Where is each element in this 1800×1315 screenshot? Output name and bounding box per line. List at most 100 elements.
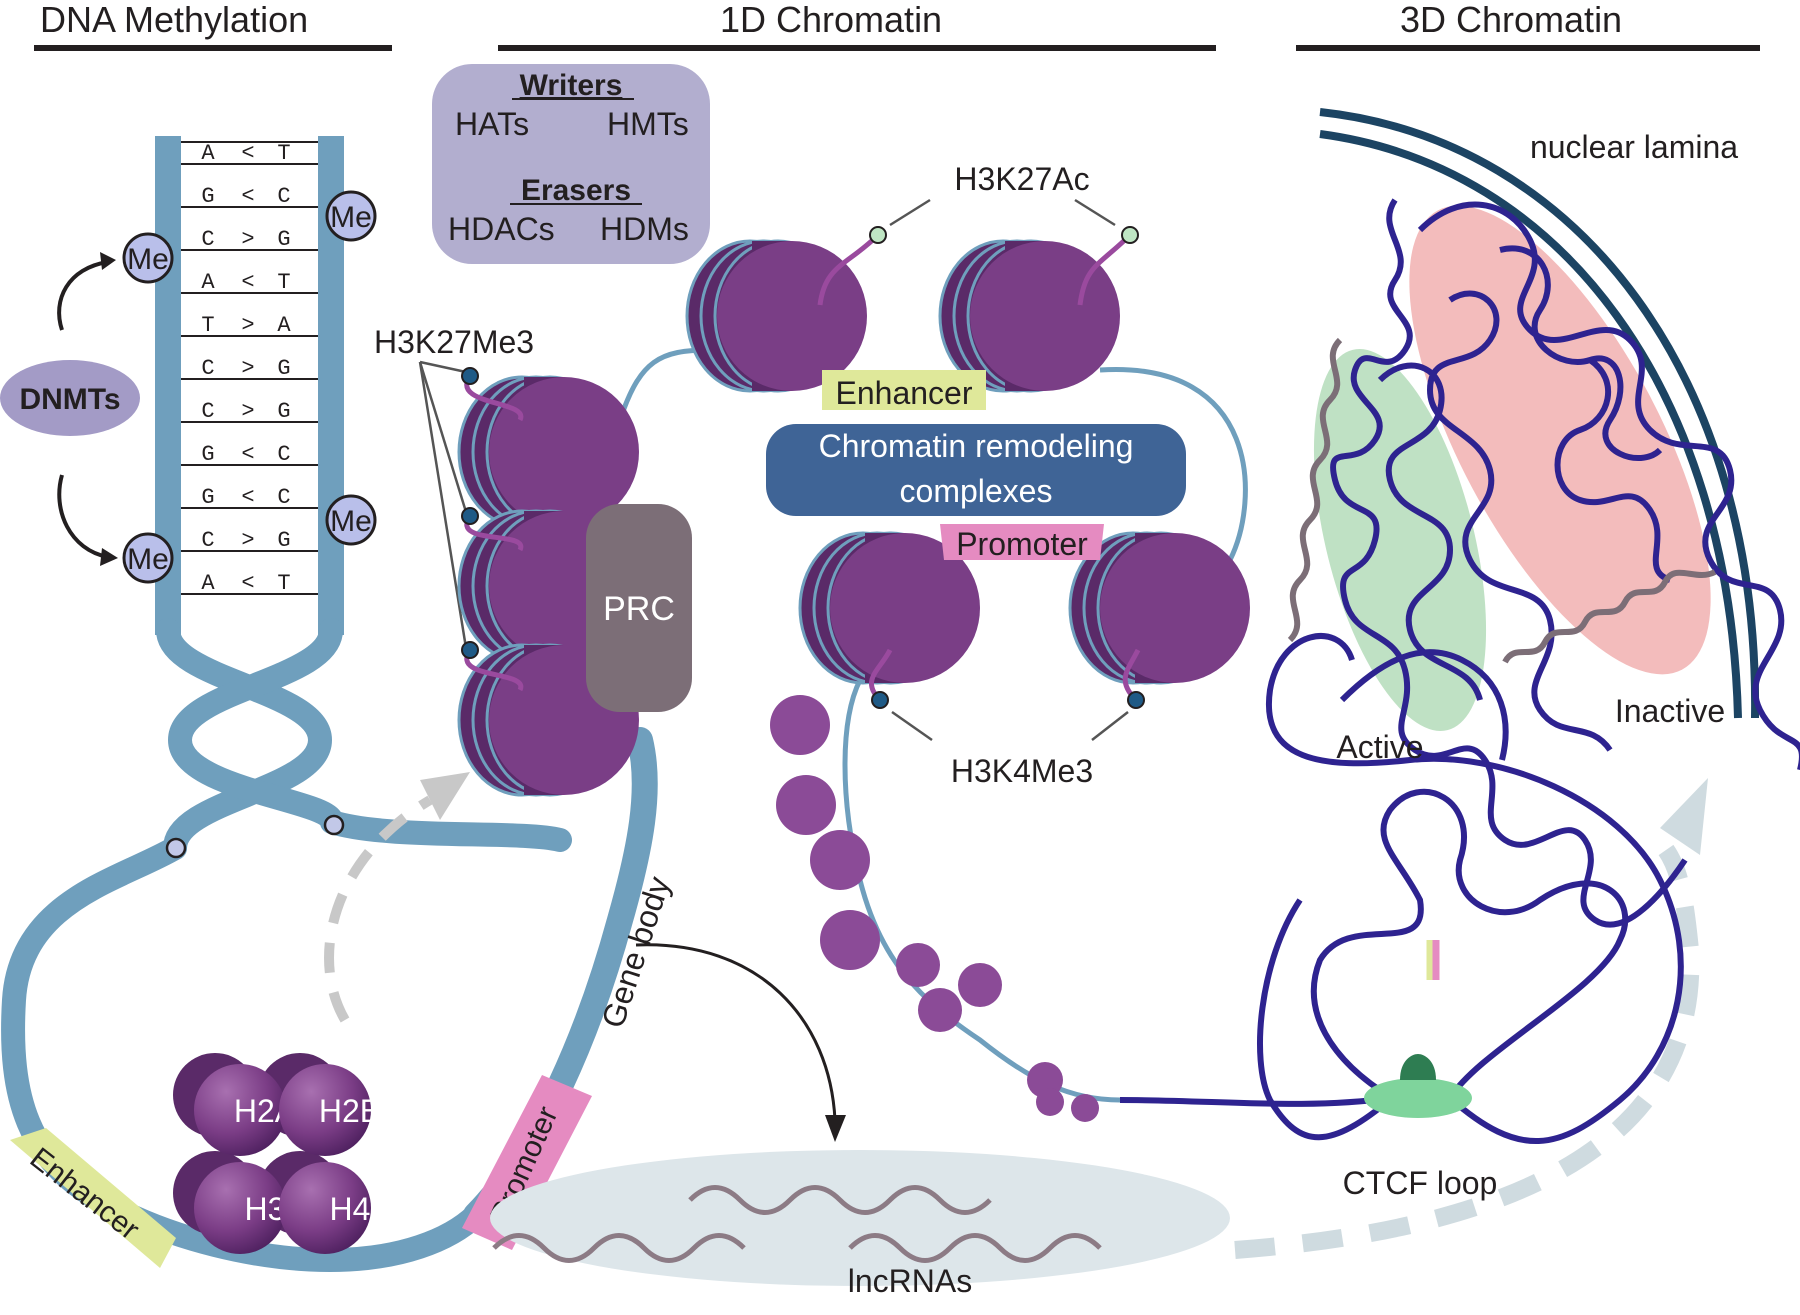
bead — [820, 910, 880, 970]
nucleosome — [798, 531, 980, 685]
dnmts-label: DNMTs — [19, 383, 120, 416]
header-3d-chromatin: 3D Chromatin — [1400, 0, 1622, 40]
base-left: C — [201, 227, 214, 252]
base-bond: > — [241, 399, 254, 424]
remodeling-label-line2: complexes — [900, 473, 1053, 509]
base-left: C — [201, 399, 214, 424]
base-bond: < — [241, 141, 254, 166]
enhancer-1d: Enhancer — [822, 370, 986, 411]
methyl-group: Me — [325, 190, 377, 242]
h3k4me3-mark — [1127, 691, 1145, 709]
base-pair: T>A — [181, 313, 318, 338]
base-pair: C > G — [181, 356, 318, 381]
nucleosome — [685, 239, 867, 393]
base-left: G — [201, 442, 214, 467]
base-right: T — [277, 270, 290, 295]
base-bond: < — [241, 485, 254, 510]
base-bond: > — [241, 528, 254, 553]
inactive-zone — [1409, 205, 1711, 675]
histone-h2b: H2B — [279, 1064, 381, 1156]
histone-tail — [1077, 233, 1132, 306]
base-pair: G < C — [181, 184, 318, 209]
base-pair: A < T — [181, 270, 318, 295]
erasers-title: Erasers — [521, 174, 631, 207]
methyl-group: Me — [122, 532, 174, 584]
bead — [1036, 1088, 1064, 1116]
base-bond: > — [241, 356, 254, 381]
dnmts-enzyme: DNMTs — [0, 360, 140, 436]
histone-label: H2B — [319, 1093, 381, 1129]
base-right: G — [277, 399, 290, 424]
base-left: C — [201, 356, 214, 381]
writer-hmts: HMTs — [607, 106, 689, 142]
base-right: T — [277, 571, 290, 596]
enhancer-1d-label: Enhancer — [836, 375, 973, 411]
base-pair: A<T — [181, 571, 318, 596]
eraser-hdacs: HDACs — [448, 211, 555, 247]
base-bond: < — [241, 571, 254, 596]
bead — [776, 775, 836, 835]
base-pair: C>G — [181, 528, 318, 553]
remodeling-complex: Chromatin remodeling complexes — [766, 424, 1186, 516]
base-bond: > — [241, 227, 254, 252]
prc-label: PRC — [603, 590, 675, 628]
base-left: A — [201, 270, 215, 295]
base-pair: C > G — [181, 399, 318, 424]
methyl-label: Me — [330, 505, 372, 538]
h3k27me3-label: H3K27Me3 — [374, 324, 534, 360]
base-bond: < — [241, 184, 254, 209]
methyl-label: Me — [127, 243, 169, 276]
base-right: C — [277, 485, 290, 510]
transcription-arrow — [635, 943, 846, 1142]
base-left: G — [201, 184, 214, 209]
bead — [810, 830, 870, 890]
base-bond: > — [241, 313, 254, 338]
bead — [896, 943, 940, 987]
modifier-box: Writers HATs HMTs Erasers HDACs HDMs — [432, 64, 710, 264]
promoter-1d-label: Promoter — [956, 526, 1088, 562]
active-zone — [1313, 348, 1487, 732]
base-right: C — [277, 184, 290, 209]
writer-hats: HATs — [455, 106, 529, 142]
base-right: G — [277, 356, 290, 381]
h3k4me3-mark — [871, 691, 889, 709]
lncrna-cloud: lncRNAs — [490, 1150, 1230, 1299]
promoter-1d: Promoter — [940, 524, 1104, 562]
base-left: A — [201, 141, 215, 166]
base-pair: C > G — [181, 227, 318, 252]
methyl-label: Me — [330, 201, 372, 234]
base-pair-rungs: A<TG<CC>GA<TT>AC>GC>GG<CG<CC>GA<T — [181, 141, 318, 596]
writers-title: Writers — [520, 69, 623, 102]
methyl-group: Me — [122, 232, 174, 284]
base-pair: G<C — [181, 442, 318, 467]
header-1d-chromatin: 1D Chromatin — [720, 0, 942, 40]
nucleosome — [457, 641, 639, 797]
dnmt-arrows — [57, 252, 118, 566]
ctcf-loop-structure: CTCF loop — [1119, 633, 1684, 1201]
bead — [770, 695, 830, 755]
h3k27me3-annotation: H3K27Me3 — [374, 324, 534, 649]
enhancer-segment-label: Enhancer — [24, 1142, 146, 1247]
histone-h3: H3 — [194, 1162, 286, 1254]
histone-tail — [817, 233, 880, 306]
histone-h4: H4 — [279, 1162, 371, 1254]
nucleosomes — [457, 233, 1250, 797]
eraser-hdms: HDMs — [600, 211, 689, 247]
lncrnas-label: lncRNAs — [848, 1263, 972, 1299]
header-dna-methylation: DNA Methylation — [40, 0, 308, 40]
bead — [1071, 1094, 1099, 1122]
active-label: Active — [1336, 729, 1423, 765]
section-headers: DNA Methylation 1D Chromatin 3D Chromati… — [34, 0, 1760, 51]
ctcf-loop-label: CTCF loop — [1343, 1165, 1498, 1201]
base-pair: G<C — [181, 485, 318, 510]
h3k27ac-annotation: H3K27Ac — [869, 161, 1139, 244]
base-right: G — [277, 227, 290, 252]
prc-complex: PRC — [586, 504, 692, 712]
h3k4me3-annotation: H3K4Me3 — [891, 710, 1129, 789]
inactive-label: Inactive — [1615, 693, 1725, 729]
base-bond: < — [241, 270, 254, 295]
remodeling-label-line1: Chromatin remodeling — [819, 428, 1134, 464]
h3k27ac-label: H3K27Ac — [954, 161, 1089, 197]
bead — [918, 988, 962, 1032]
